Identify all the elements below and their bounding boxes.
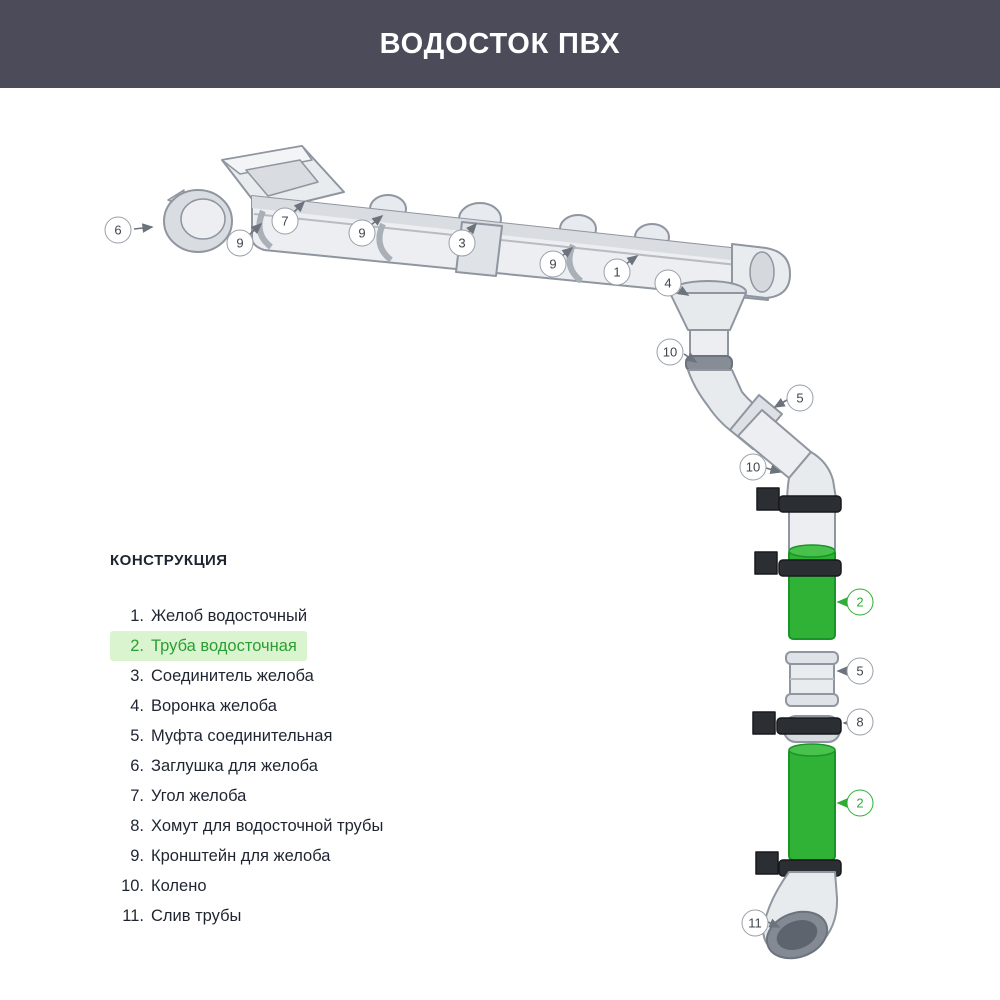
legend-item-label: Труба водосточная [151,637,297,655]
callout-10a: 10 [656,338,684,366]
callout-7: 7 [271,207,299,235]
legend-item-number: 10. [121,877,144,895]
legend-item-number: 5. [130,727,144,745]
legend-item-7: 7. Угол желоба [110,781,256,811]
callout-6: 6 [104,216,132,244]
callout-4: 4 [654,269,682,297]
downpipe-assembly [669,280,842,960]
legend-item-1: 1. Желоб водосточный [110,601,317,631]
gutter-right-end [731,243,791,299]
legend-item-label: Слив трубы [151,907,242,925]
callout-3: 3 [448,229,476,257]
legend-item-number: 11. [122,907,144,925]
callout-5b: 5 [846,657,874,685]
legend-item-3: 3. Соединитель желоба [110,661,324,691]
gutter-funnel [669,280,747,372]
legend-item-label: Угол желоба [151,787,247,805]
legend-item-4: 4. Воронка желоба [110,691,287,721]
callout-arrows [133,200,854,928]
legend-item-number: 4. [130,697,144,715]
header: ВОДОСТОК ПВХ [0,0,1000,88]
callout-9a: 9 [226,229,254,257]
downpipe-green-1 [788,544,836,640]
gutter-assembly [163,145,791,301]
callout-9c: 9 [539,250,567,278]
legend-item-number: 9. [130,847,144,865]
legend-item-9: 9. Кронштейн для желоба [110,841,340,871]
legend-item-number: 7. [130,787,144,805]
pipe-coupling-lower [785,651,839,707]
legend-item-label: Заглушка для желоба [151,757,318,775]
callout-2a: 2 [846,588,874,616]
legend-item-label: Колено [151,877,207,895]
gutter-end-cap [163,189,233,253]
legend-item-2-highlighted: 2. Труба водосточная [110,631,307,661]
legend-item-number: 8. [130,817,144,835]
legend-item-11: 11. Слив трубы [110,901,251,931]
legend-item-6: 6. Заглушка для желоба [110,751,328,781]
pipe-outlet [762,871,839,960]
legend-item-label: Желоб водосточный [151,607,308,625]
callout-8: 8 [846,708,874,736]
legend: КОНСТРУКЦИЯ 1. Желоб водосточный 2. Труб… [110,552,393,931]
legend-list: 1. Желоб водосточный 2. Труба водосточна… [110,601,393,931]
legend-item-10: 10. Колено [110,871,217,901]
legend-title: КОНСТРУКЦИЯ [110,552,228,569]
legend-item-label: Муфта соединительная [151,727,333,745]
legend-item-number: 3. [130,667,144,685]
legend-item-number: 1. [130,607,144,625]
pipe-clamp-1 [756,487,842,513]
callout-11: 11 [741,909,769,937]
legend-item-number: 2. [130,637,144,655]
legend-item-5: 5. Муфта соединительная [110,721,342,751]
callout-2b: 2 [846,789,874,817]
legend-item-label: Кронштейн для желоба [151,847,331,865]
callout-1: 1 [603,258,631,286]
callout-10b: 10 [739,453,767,481]
legend-item-number: 6. [130,757,144,775]
legend-item-8: 8. Хомут для водосточной трубы [110,811,393,841]
legend-item-label: Воронка желоба [151,697,277,715]
legend-item-label: Хомут для водосточной трубы [151,817,384,835]
pipe-clamp-2 [754,551,842,577]
callout-9b: 9 [348,219,376,247]
pipe-clamp-3 [752,711,842,743]
page-title: ВОДОСТОК ПВХ [379,27,621,60]
legend-item-label: Соединитель желоба [151,667,314,685]
downpipe-green-2 [788,743,836,861]
callout-5a: 5 [786,384,814,412]
